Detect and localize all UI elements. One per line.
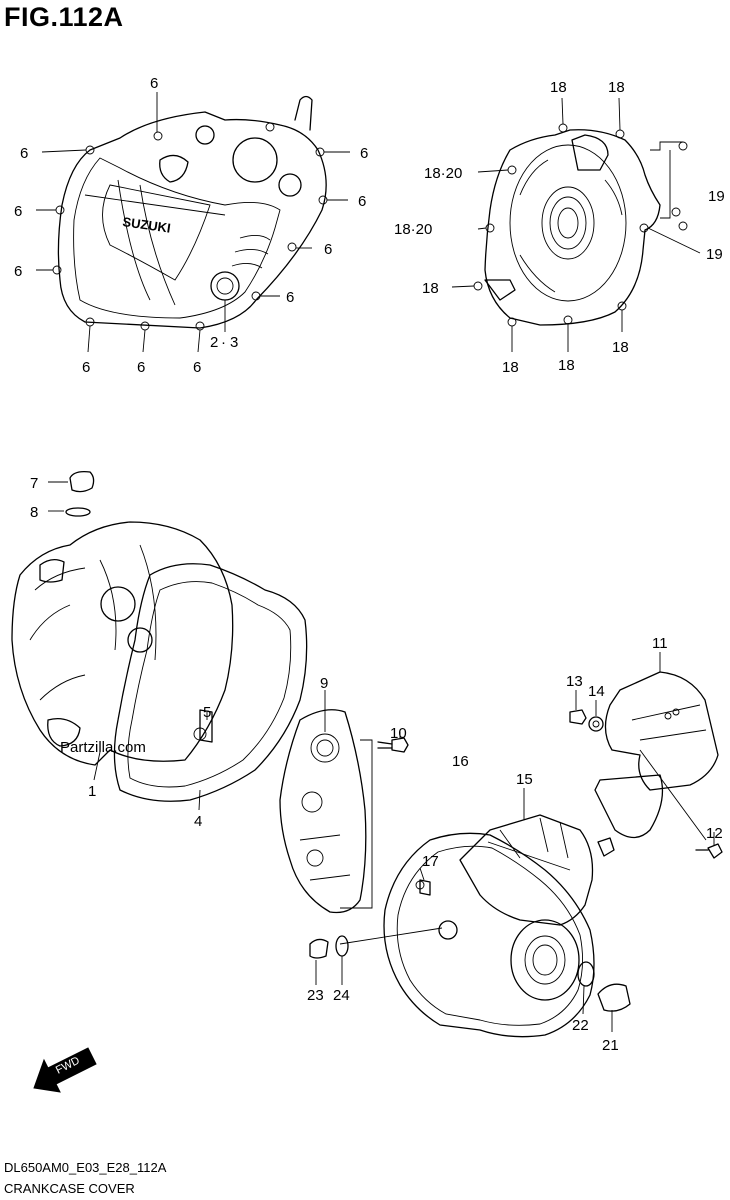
callout-6: 6 xyxy=(358,193,366,210)
callout-3: 3 xyxy=(230,334,238,351)
callout-18: 18 xyxy=(422,280,439,297)
crankcase-cover-drawing xyxy=(11,470,234,766)
leader-lines-clutch-cover xyxy=(36,92,350,353)
callout-7: 7 xyxy=(30,475,38,492)
leader-lines-lower-left xyxy=(48,481,208,811)
callout-5: 5 xyxy=(203,704,211,721)
callout-23: 23 xyxy=(307,987,324,1004)
leader-lines-magneto-cover xyxy=(451,97,701,352)
callout-6: 6 xyxy=(14,203,22,220)
callout-15: 15 xyxy=(516,771,533,788)
callout-6: 6 xyxy=(150,75,158,92)
callout-18-20: 18·20 xyxy=(424,165,462,182)
watermark: Partzilla.com xyxy=(60,739,146,756)
callout-18: 18 xyxy=(558,357,575,374)
callout-11: 11 xyxy=(652,635,668,652)
callout-1: 1 xyxy=(88,783,96,800)
callout-10: 10 xyxy=(390,725,407,742)
callout-17: 17 xyxy=(422,853,439,870)
callout-6: 6 xyxy=(82,359,90,376)
plugs-drawing xyxy=(309,935,631,1012)
callout-separator: · xyxy=(221,334,226,351)
callout-19: 19 xyxy=(708,188,725,205)
callout-13: 13 xyxy=(566,673,583,690)
callout-4: 4 xyxy=(194,813,202,830)
callout-22: 22 xyxy=(572,1017,589,1034)
callout-6: 6 xyxy=(360,145,368,162)
callout-6: 6 xyxy=(137,359,145,376)
brand-emblem: SUZUKI xyxy=(122,214,172,236)
callout-12: 12 xyxy=(706,825,723,842)
callout-18-20: 18·20 xyxy=(394,221,432,238)
callout-18: 18 xyxy=(612,339,629,356)
forward-arrow: FWD xyxy=(33,1047,97,1093)
callout-6: 6 xyxy=(324,241,332,258)
figure-code: DL650AM0_E03_E28_112A xyxy=(4,1160,167,1175)
callout-16: 16 xyxy=(452,753,469,770)
callout-14: 14 xyxy=(588,683,605,700)
callout-21: 21 xyxy=(602,1037,619,1054)
callout-6: 6 xyxy=(193,359,201,376)
callout-8: 8 xyxy=(30,504,38,521)
callout-6: 6 xyxy=(14,263,22,280)
inner-cover-drawing xyxy=(279,709,409,914)
callout-6: 6 xyxy=(20,145,28,162)
callout-18: 18 xyxy=(608,79,625,96)
callout-24: 24 xyxy=(333,987,350,1004)
magneto-cover-drawing xyxy=(473,123,688,327)
leader-lines-middle xyxy=(324,690,443,945)
generator-cover-drawing xyxy=(383,814,615,1038)
gasket-drawing xyxy=(113,563,308,802)
leader-lines-right xyxy=(315,652,715,1032)
cover-plate-drawing xyxy=(594,671,719,839)
callout-18: 18 xyxy=(502,359,519,376)
clutch-cover-drawing: SUZUKI xyxy=(52,95,328,331)
callout-numbers: 6 6 6 6 6 6 6 6 6 6 6 2 · 3 18 18 18·20 … xyxy=(14,75,725,1054)
callout-9: 9 xyxy=(320,675,328,692)
callout-19: 19 xyxy=(706,246,723,263)
callout-18: 18 xyxy=(550,79,567,96)
figure-name: CRANKCASE COVER xyxy=(4,1181,135,1196)
callout-2: 2 xyxy=(210,334,218,351)
small-bolts-drawing xyxy=(569,709,723,859)
callout-6: 6 xyxy=(286,289,294,306)
figure-title: FIG.112A xyxy=(4,2,124,32)
